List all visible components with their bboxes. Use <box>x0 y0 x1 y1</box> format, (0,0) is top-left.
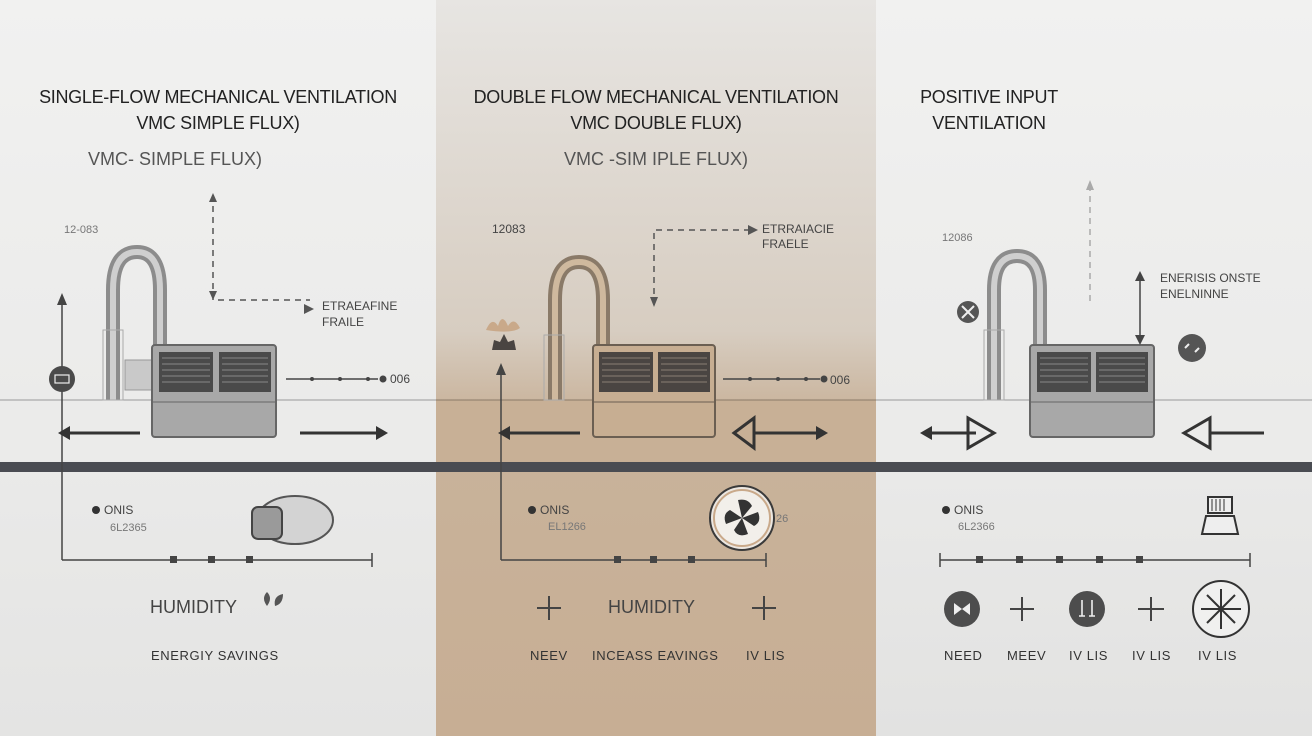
pipe-sleeve <box>543 334 565 401</box>
annotation-line-2: FRAILE <box>322 315 365 329</box>
caption-1: NEEV <box>530 648 568 663</box>
stat-line-1: ONIS <box>540 503 570 517</box>
caption-2: MEEV <box>1007 648 1047 663</box>
leaf-icon <box>264 592 283 606</box>
vent-grille-left <box>599 352 653 392</box>
divider-bar <box>436 462 876 472</box>
double-flow-diagram <box>436 225 876 620</box>
humidity-label: HUMIDITY <box>150 597 237 617</box>
panel-subtitle: VMC DOUBLE FLUX) <box>570 113 742 133</box>
panel-title: POSITIVE INPUT <box>920 87 1058 107</box>
gauge-icon <box>1178 334 1206 362</box>
airflow-path <box>653 229 754 305</box>
vent-grille-left <box>1037 352 1091 392</box>
stat-line-2: 6L2366 <box>958 521 995 533</box>
plant-icon <box>492 334 516 350</box>
panel-single-flow: SINGLE-FLOW MECHANICAL VENTILATION VMC S… <box>0 0 436 736</box>
caption-3: IV LIS <box>1069 648 1109 663</box>
divider-bar <box>0 462 436 472</box>
arrow-up-icon <box>496 363 506 375</box>
panel-title: SINGLE-FLOW MECHANICAL VENTILATION <box>39 87 397 107</box>
panel-title: DOUBLE FLOW MECHANICAL VENTILATION <box>473 87 839 107</box>
meter-value: 006 <box>390 372 411 386</box>
arrow-up-icon <box>57 293 67 305</box>
meter-value: 006 <box>830 373 851 387</box>
annotation-line-1: ENERISIS ONSTE <box>1160 271 1261 285</box>
unit-code: 12-083 <box>64 224 99 236</box>
annotation-line-1: ETRRAIACIE <box>762 222 835 236</box>
unit-code: 12086 <box>942 232 973 244</box>
annotation-line-1: ETRAEAFINE <box>322 299 398 313</box>
positive-input-diagram <box>876 180 1312 638</box>
vent-grille-right <box>219 352 271 392</box>
panel-subtitle: VMC SIMPLE FLUX) <box>136 113 300 133</box>
filter-icon <box>49 366 75 392</box>
vent-grille-left <box>159 352 213 392</box>
annotation-line-2: ENELNINNE <box>1160 287 1229 301</box>
stat-line-1: ONIS <box>104 503 134 517</box>
energy-savings-caption: ENERGIY SAVINGS <box>151 648 279 663</box>
plus-icon <box>1010 597 1034 621</box>
panel-alt-subtitle: VMC- SIMPLE FLUX) <box>87 149 263 169</box>
unit-code: 12083 <box>492 222 526 236</box>
tool-icon <box>1069 591 1105 627</box>
panel-positive-input: POSITIVE INPUT VENTILATION 12086 ENERISI… <box>876 0 1312 736</box>
stat-line-2: EL1266 <box>548 521 586 533</box>
humidity-label: HUMIDITY <box>608 597 695 617</box>
stat-line-2: 6L2365 <box>110 522 147 534</box>
pipe-sleeve <box>983 329 1005 401</box>
vent-grille-right <box>658 352 710 392</box>
fan-value: 26 <box>776 513 789 525</box>
stat-line-1: ONIS <box>954 503 984 517</box>
airflow-path <box>212 195 310 301</box>
single-flow-diagram <box>0 193 436 606</box>
vent-grille-right <box>1096 352 1148 392</box>
plus-icon <box>1138 597 1164 621</box>
panel-double-flow: DOUBLE FLOW MECHANICAL VENTILATION VMC D… <box>436 0 876 736</box>
panel-alt-subtitle: VMC -SIM IPLE FLUX) <box>563 149 749 169</box>
caption-5: IV LIS <box>1198 648 1238 663</box>
plus-icon <box>537 596 561 620</box>
pipe-sleeve <box>102 329 124 401</box>
caption-2: INCEASS EAVINGS <box>592 648 719 663</box>
plus-icon <box>752 596 776 620</box>
annotation-line-2: FRAELE <box>762 237 809 251</box>
caption-1: NEED <box>944 648 983 663</box>
divider-bar <box>876 462 1312 472</box>
triangle-arrow-icon <box>966 415 998 451</box>
panel-subtitle: VENTILATION <box>932 113 1046 133</box>
caption-3: IV LIS <box>746 648 786 663</box>
caption-4: IV LIS <box>1132 648 1172 663</box>
